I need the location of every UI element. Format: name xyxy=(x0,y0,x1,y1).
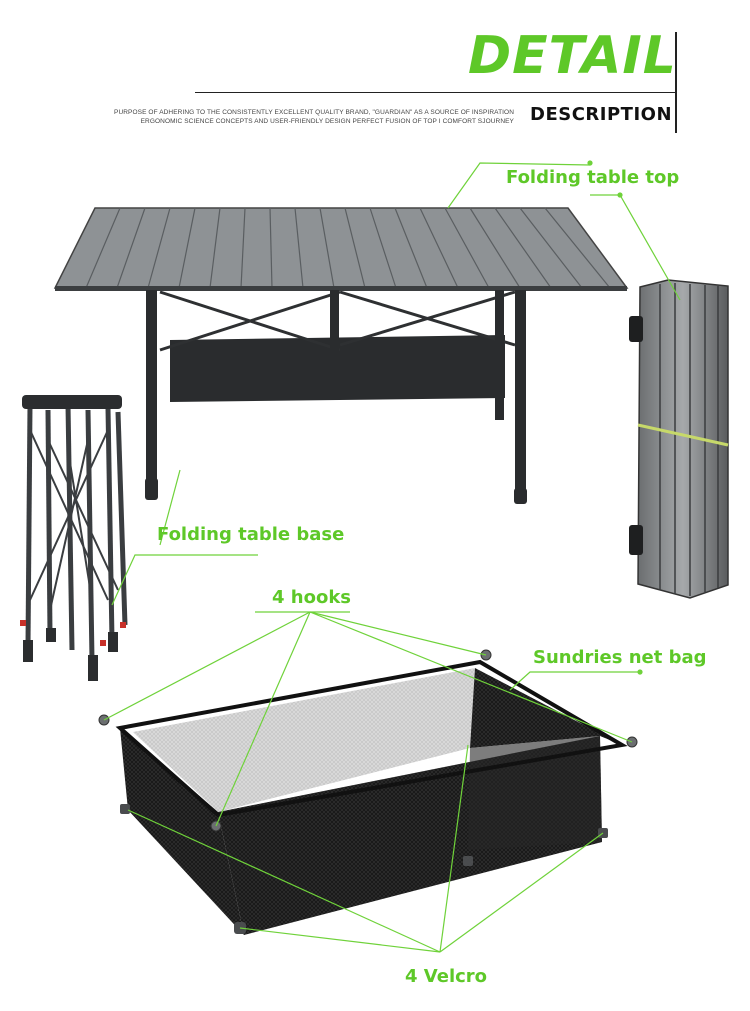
rolled-table-top-image xyxy=(629,279,729,599)
header-tagline: PURPOSE OF ADHERING TO THE CONSISTENTLY … xyxy=(114,108,514,126)
detail-title: DETAIL xyxy=(468,26,677,86)
description-title: DESCRIPTION xyxy=(530,104,673,125)
tagline-line-1: PURPOSE OF ADHERING TO THE CONSISTENTLY … xyxy=(114,109,514,116)
label-folding-table-top: Folding table top xyxy=(506,167,680,188)
folding-table-base-image xyxy=(20,395,128,681)
folding-table-image xyxy=(53,207,629,504)
label-velcro: 4 Velcro xyxy=(405,966,488,987)
callout-lines xyxy=(103,160,681,953)
label-hooks: 4 hooks xyxy=(272,587,352,608)
tagline-line-2: ERGONOMIC SCIENCE CONCEPTS AND USER-FRIE… xyxy=(140,118,514,125)
label-sundries-net-bag: Sundries net bag xyxy=(533,647,707,668)
label-folding-table-base: Folding table base xyxy=(157,524,345,545)
header-divider-horizontal xyxy=(195,92,675,93)
sundries-net-bag-image xyxy=(98,649,638,935)
header-divider-vertical xyxy=(675,32,677,133)
